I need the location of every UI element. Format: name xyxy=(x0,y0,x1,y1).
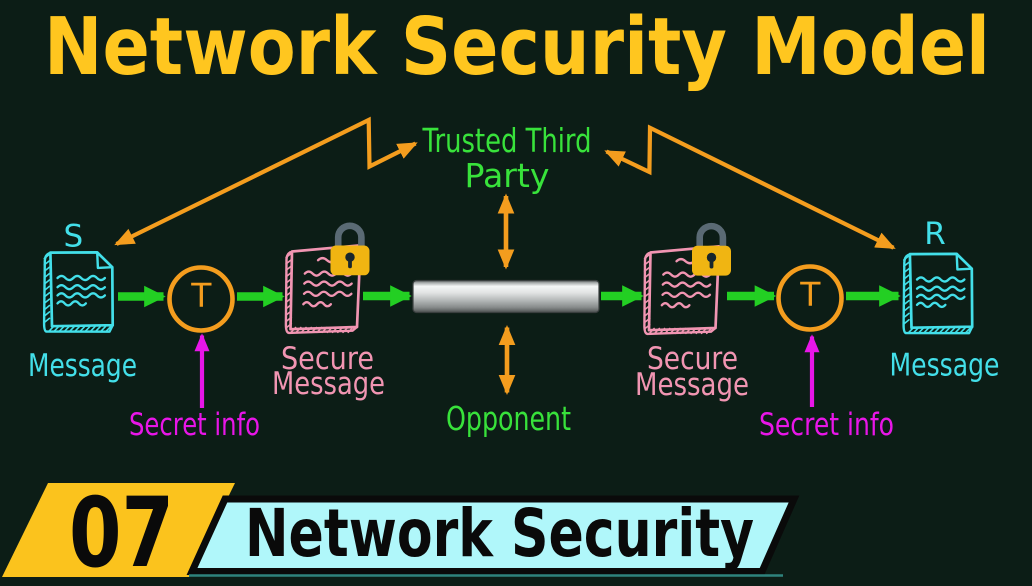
transform-letter-right: T xyxy=(799,275,821,314)
secure-message-label-right-line1: Secure xyxy=(647,341,738,377)
series-title: Network Security xyxy=(245,495,754,572)
message-label-left: Message xyxy=(28,348,137,384)
document-icon xyxy=(42,251,115,334)
episode-banner: 07 Network Security xyxy=(2,477,800,586)
padlock-icon xyxy=(692,226,731,275)
series-title-plate xyxy=(186,495,800,575)
page-title: Network Security Model xyxy=(44,1,990,93)
information-channel xyxy=(412,279,600,314)
ttp-link-arrow-right xyxy=(604,124,896,250)
transform-node-left xyxy=(167,265,235,333)
trusted-third-party-label-line1: Trusted Third xyxy=(422,121,592,160)
trusted-third-party-label-line2: Party xyxy=(465,156,550,195)
padlock-icon-left xyxy=(331,226,370,275)
message-label-right: Message xyxy=(890,348,1000,384)
secure-message-label-left-line1: Secure xyxy=(281,341,374,377)
document-icon xyxy=(902,252,974,335)
transform-letter-left: T xyxy=(190,276,212,315)
transform-node-right xyxy=(776,264,844,332)
secure-message-label-right-line2: Message xyxy=(635,367,749,403)
secret-info-label-right: Secret info xyxy=(759,407,894,443)
ttp-link-arrow-left xyxy=(114,116,418,246)
zigzag-arrow-line xyxy=(604,124,896,250)
sender-letter: S xyxy=(63,219,83,255)
padlock-icon xyxy=(331,226,370,275)
secret-info-label-left: Secret info xyxy=(129,407,260,443)
receiver-document-icon xyxy=(902,252,974,335)
episode-number-plate xyxy=(2,483,235,577)
zigzag-arrow-line xyxy=(114,116,418,246)
sender-document-icon xyxy=(42,251,115,334)
episode-number: 07 xyxy=(69,477,174,581)
opponent-label: Opponent xyxy=(446,399,571,438)
receiver-letter: R xyxy=(924,216,946,252)
padlock-icon-right xyxy=(692,226,731,275)
secure-message-label-left-line2: Message xyxy=(272,366,385,402)
